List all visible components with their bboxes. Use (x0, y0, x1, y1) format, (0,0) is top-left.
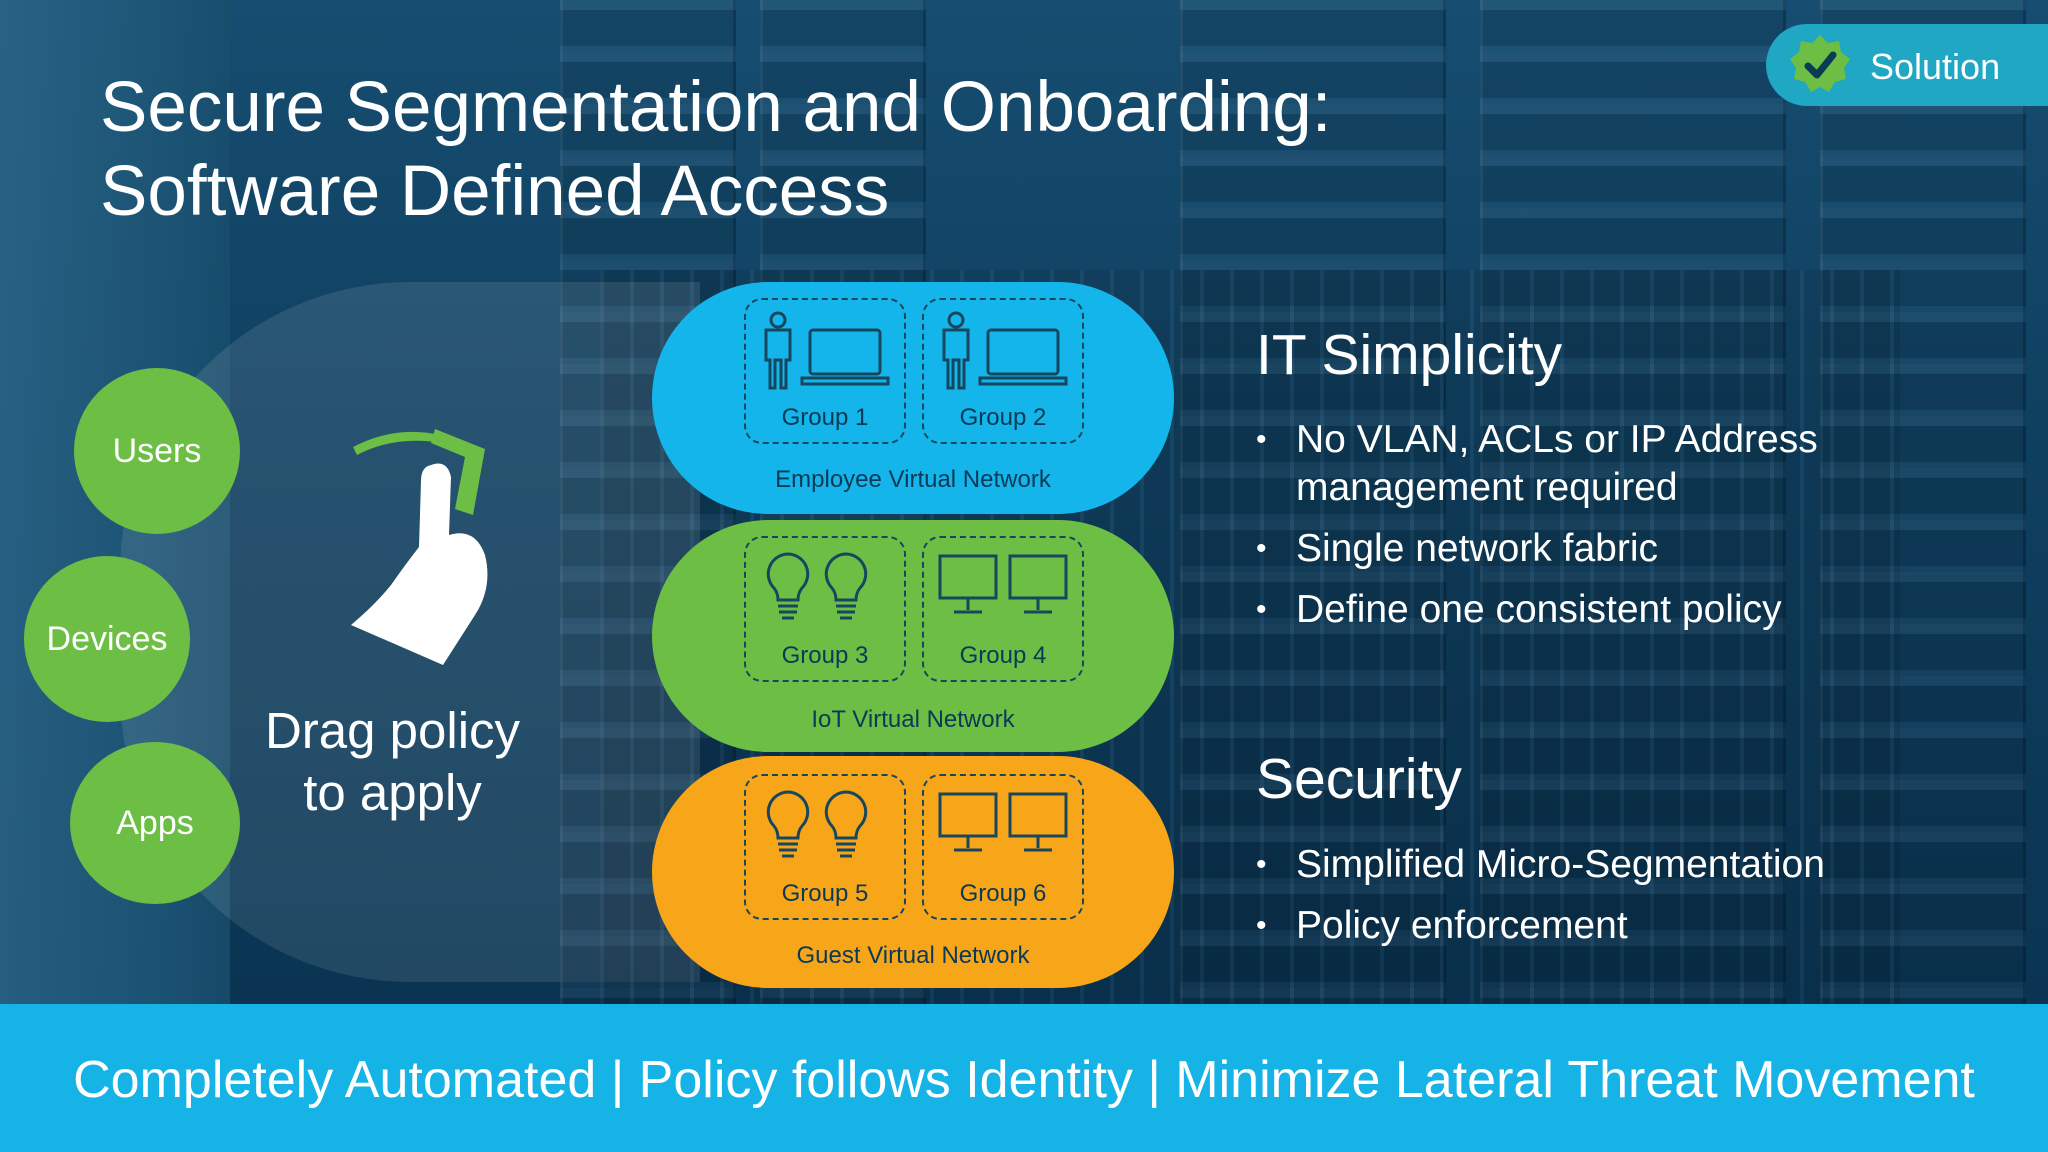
group-card: Group 2 (922, 298, 1084, 444)
group-label: Group 1 (781, 404, 869, 431)
devices-circle: Devices (24, 556, 190, 722)
group-label: Group 4 (959, 642, 1047, 669)
list-item: Define one consistent policy (1256, 586, 2016, 634)
monitor-icon (938, 792, 1068, 852)
users-label: Users (112, 431, 202, 470)
group-label: Group 6 (959, 880, 1047, 907)
check-badge-icon (1790, 35, 1850, 92)
security-list: Simplified Micro-Segmentation Policy enf… (1256, 841, 2016, 963)
guest-virtual-network: Group 5 Group 6 Guest Virtual Network (652, 756, 1174, 988)
group-card: Group 6 (922, 774, 1084, 920)
network-label: Employee Virtual Network (775, 466, 1051, 493)
security-heading: Security (1256, 747, 1462, 811)
monitor-icon (938, 554, 1068, 614)
users-circle: Users (74, 368, 240, 534)
group-card: Group 5 (744, 774, 906, 920)
drag-policy-text: Drag policy to apply (250, 700, 535, 824)
iot-virtual-network: Group 3 Group 4 IoT Virtual Network (652, 520, 1174, 752)
apps-circle: Apps (70, 742, 240, 904)
footer-banner: Completely Automated | Policy follows Id… (0, 1004, 2048, 1152)
it-simplicity-heading: IT Simplicity (1256, 323, 1563, 387)
footer-text: Completely Automated | Policy follows Id… (73, 1051, 1975, 1109)
drag-line-1: Drag policy (264, 702, 521, 759)
drag-hand-icon (351, 429, 488, 665)
it-simplicity-list: No VLAN, ACLs or IP Address management r… (1256, 416, 2016, 647)
title-line-1: Secure Segmentation and Onboarding: (100, 68, 1332, 147)
title-line-2: Software Defined Access (100, 152, 890, 231)
lightbulb-icon (766, 790, 868, 858)
solution-badge: Solution (1766, 24, 2048, 106)
devices-label: Devices (46, 619, 168, 658)
user-laptop-icon (942, 311, 1068, 390)
list-item: Simplified Micro-Segmentation (1256, 841, 2016, 889)
group-label: Group 2 (959, 404, 1047, 431)
solution-label: Solution (1870, 46, 2001, 87)
drag-line-2: to apply (303, 764, 482, 821)
user-laptop-icon (764, 311, 890, 390)
employee-virtual-network: Group 1 Group 2 Employee Virtual Network (652, 282, 1174, 514)
list-item: Single network fabric (1256, 525, 2016, 573)
group-card: Group 4 (922, 536, 1084, 682)
list-item: Policy enforcement (1256, 902, 2016, 950)
lightbulb-icon (766, 552, 868, 620)
list-item: No VLAN, ACLs or IP Address management r… (1256, 416, 2016, 512)
group-card: Group 3 (744, 536, 906, 682)
group-card: Group 1 (744, 298, 906, 444)
apps-label: Apps (116, 803, 194, 842)
slide-title: Secure Segmentation and Onboarding: Soft… (100, 66, 1332, 234)
group-label: Group 3 (781, 642, 869, 669)
network-label: Guest Virtual Network (796, 942, 1030, 969)
network-label: IoT Virtual Network (811, 706, 1015, 733)
group-label: Group 5 (781, 880, 869, 907)
